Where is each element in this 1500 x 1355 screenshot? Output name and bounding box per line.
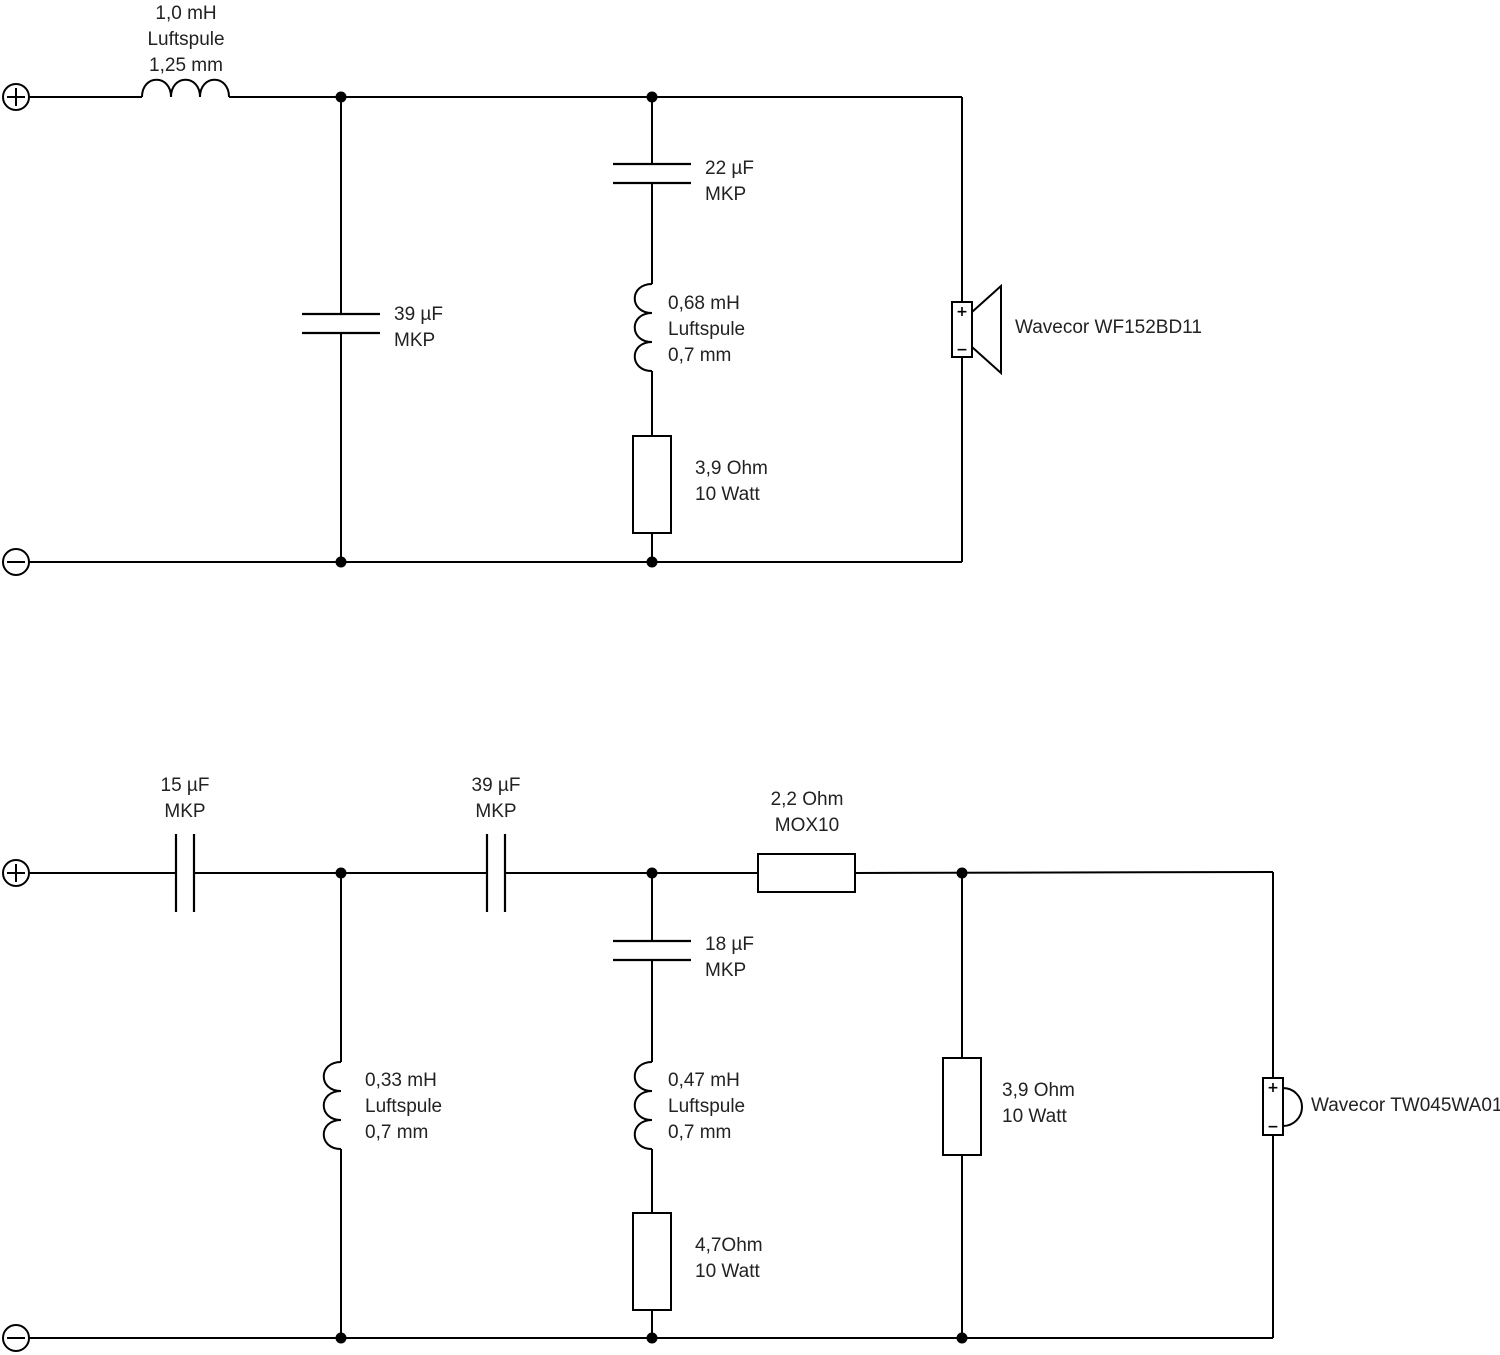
minus-sign: − xyxy=(956,342,968,358)
tweeter-shunt-resistor xyxy=(942,1057,982,1156)
svg-text:0,33 mH: 0,33 mH xyxy=(365,1070,437,1091)
svg-text:4,7Ohm: 4,7Ohm xyxy=(695,1235,763,1256)
svg-text:Luftspule: Luftspule xyxy=(668,319,745,340)
tweeter-notch-capacitor xyxy=(613,939,691,962)
svg-text:MKP: MKP xyxy=(705,960,746,981)
svg-text:0,7 mm: 0,7 mm xyxy=(365,1122,428,1143)
woofer-notch-capacitor-label: 22 µF MKP xyxy=(705,158,754,205)
svg-text:15 µF: 15 µF xyxy=(161,775,210,796)
svg-text:0,68 mH: 0,68 mH xyxy=(668,293,740,314)
plus-sign: + xyxy=(956,304,968,320)
svg-text:3,9 Ohm: 3,9 Ohm xyxy=(1002,1080,1075,1101)
svg-text:Luftspule: Luftspule xyxy=(365,1096,442,1117)
svg-text:MKP: MKP xyxy=(164,801,205,822)
junction-dot xyxy=(646,867,658,879)
woofer-driver-label: Wavecor WF152BD11 xyxy=(1015,317,1202,338)
junction-dot xyxy=(646,1332,658,1344)
tweeter-circuit: + − 15 µF MKP 39 µF MKP 2,2 Ohm MOX10 18… xyxy=(2,775,1500,1352)
woofer-series-inductor xyxy=(141,78,230,98)
junction-dot xyxy=(335,1332,347,1344)
svg-text:10 Watt: 10 Watt xyxy=(1002,1106,1067,1127)
junction-dot xyxy=(646,91,658,103)
tweeter-notch-inductor xyxy=(633,1061,653,1150)
svg-text:22 µF: 22 µF xyxy=(705,158,754,179)
woofer-minus-terminal xyxy=(2,548,30,576)
tweeter-driver-label: Wavecor TW045WA01 xyxy=(1311,1095,1500,1116)
tweeter-notch-resistor-label: 4,7Ohm 10 Watt xyxy=(695,1235,763,1282)
tweeter-driver-symbol: + − xyxy=(1262,1077,1303,1136)
tweeter-series-capacitor-2 xyxy=(485,834,507,912)
woofer-notch-inductor xyxy=(633,283,653,372)
svg-text:0,47 mH: 0,47 mH xyxy=(668,1070,740,1091)
woofer-notch-inductor-label: 0,68 mH Luftspule 0,7 mm xyxy=(668,293,745,366)
tweeter-shunt-inductor-label: 0,33 mH Luftspule 0,7 mm xyxy=(365,1070,442,1143)
svg-text:1,0 mH: 1,0 mH xyxy=(155,3,216,24)
svg-text:1,25 mm: 1,25 mm xyxy=(149,55,223,76)
tweeter-shunt-inductor xyxy=(322,1061,342,1150)
junction-dot xyxy=(956,1332,968,1344)
tweeter-notch-capacitor-label: 18 µF MKP xyxy=(705,934,754,981)
woofer-series-inductor-label: 1,0 mH Luftspule 1,25 mm xyxy=(147,3,224,76)
svg-text:Luftspule: Luftspule xyxy=(668,1096,745,1117)
tweeter-series-capacitor-1-label: 15 µF MKP xyxy=(161,775,210,822)
minus-sign: − xyxy=(1267,1119,1279,1135)
tweeter-minus-terminal xyxy=(2,1324,30,1352)
svg-text:Luftspule: Luftspule xyxy=(147,29,224,50)
plus-sign: + xyxy=(1267,1080,1279,1096)
tweeter-series-capacitor-2-label: 39 µF MKP xyxy=(472,775,521,822)
woofer-shunt-capacitor xyxy=(302,312,380,335)
svg-text:MOX10: MOX10 xyxy=(775,815,839,836)
tweeter-notch-inductor-label: 0,47 mH Luftspule 0,7 mm xyxy=(668,1070,745,1143)
svg-text:MKP: MKP xyxy=(705,184,746,205)
woofer-plus-terminal xyxy=(2,83,30,111)
woofer-circuit: + − 1,0 mH Luftspule 1,25 mm 39 µF MKP 2… xyxy=(2,3,1202,576)
junction-dot xyxy=(335,867,347,879)
svg-text:3,9 Ohm: 3,9 Ohm xyxy=(695,458,768,479)
svg-text:39 µF: 39 µF xyxy=(394,304,443,325)
woofer-notch-capacitor xyxy=(613,162,691,185)
tweeter-shunt-resistor-label: 3,9 Ohm 10 Watt xyxy=(1002,1080,1075,1127)
tweeter-notch-resistor xyxy=(632,1212,672,1311)
svg-text:0,7 mm: 0,7 mm xyxy=(668,345,731,366)
svg-text:10 Watt: 10 Watt xyxy=(695,1261,760,1282)
woofer-notch-resistor-label: 3,9 Ohm 10 Watt xyxy=(695,458,768,505)
svg-text:0,7 mm: 0,7 mm xyxy=(668,1122,731,1143)
svg-text:18 µF: 18 µF xyxy=(705,934,754,955)
svg-text:10 Watt: 10 Watt xyxy=(695,484,760,505)
junction-dot xyxy=(646,556,658,568)
svg-text:2,2 Ohm: 2,2 Ohm xyxy=(771,789,844,810)
svg-text:39 µF: 39 µF xyxy=(472,775,521,796)
woofer-notch-resistor xyxy=(632,435,672,534)
svg-text:MKP: MKP xyxy=(475,801,516,822)
junction-dot xyxy=(335,91,347,103)
woofer-driver-symbol: + − xyxy=(951,283,1002,376)
tweeter-plus-terminal xyxy=(2,859,30,887)
tweeter-series-resistor xyxy=(757,853,856,893)
tweeter-series-resistor-label: 2,2 Ohm MOX10 xyxy=(771,789,844,836)
junction-dot xyxy=(956,867,968,879)
tweeter-series-capacitor-1 xyxy=(174,834,196,912)
woofer-shunt-capacitor-label: 39 µF MKP xyxy=(394,304,443,351)
junction-dot xyxy=(335,556,347,568)
svg-text:MKP: MKP xyxy=(394,330,435,351)
